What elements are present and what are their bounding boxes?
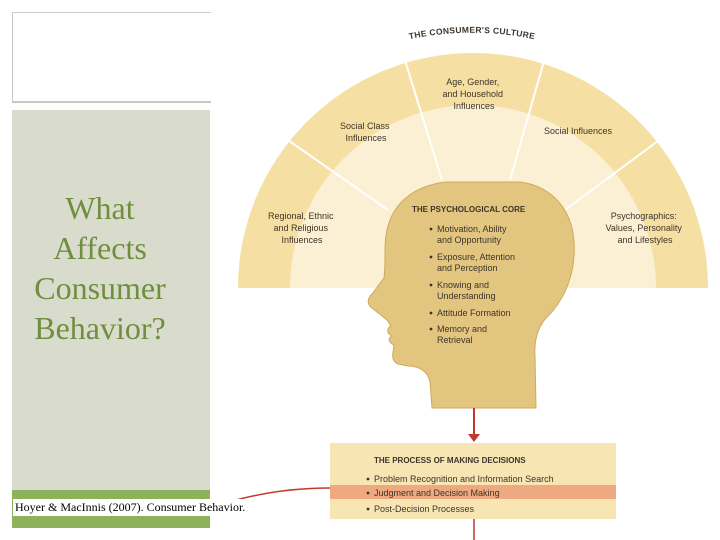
segment-label-line: Influences (281, 235, 323, 245)
segment-label-social: Social Influences (544, 126, 613, 136)
slide-title-line: Affects (53, 230, 147, 266)
bullet-icon (366, 507, 370, 511)
bullet-icon (429, 255, 433, 259)
culture-title: THE CONSUMER'S CULTURE (408, 25, 536, 42)
segment-label-line: Values, Personality (606, 223, 683, 233)
segment-label-age-gender: Age, Gender, and Household Influences (442, 77, 505, 111)
slide-title-box (12, 12, 211, 103)
core-item: Attitude Formation (437, 308, 511, 318)
bullet-icon (366, 491, 370, 495)
left-side-panel (12, 110, 210, 528)
segment-label-psychographics: Psychographics: Values, Personality and … (606, 211, 685, 245)
core-item-line: Knowing and (437, 280, 489, 290)
core-item-line: and Opportunity (437, 235, 502, 245)
slide-title-line: What (65, 190, 135, 226)
segment-label-line: and Household (442, 89, 503, 99)
bullet-icon (429, 283, 433, 287)
decision-item: Post-Decision Processes (374, 504, 475, 514)
segment-label-line: Psychographics: (611, 211, 677, 221)
segment-label-line: Regional, Ethnic (268, 211, 334, 221)
segment-label-line: and Lifestyles (617, 235, 673, 245)
core-item-line: Attitude Formation (437, 308, 511, 318)
segment-divider (564, 137, 663, 211)
core-item-line: Exposure, Attention (437, 252, 515, 262)
slide-title-line: Consumer (34, 270, 166, 306)
decision-item: Judgment and Decision Making (374, 488, 500, 498)
segment-label-line: and Religious (273, 223, 328, 233)
core-item-line: and Perception (437, 263, 498, 273)
decisions-box (330, 443, 616, 519)
bullet-icon (429, 327, 433, 331)
segment-label-line: Social Influences (544, 126, 613, 136)
segment-label-line: Age, Gender, (446, 77, 499, 87)
citation: Hoyer & MacInnis (2007). Consumer Behavi… (13, 499, 248, 516)
core-item-line: Motivation, Ability (437, 224, 507, 234)
slide-title-line: Behavior? (34, 310, 166, 346)
bullet-icon (429, 227, 433, 231)
core-title: THE PSYCHOLOGICAL CORE (412, 205, 526, 214)
bullet-icon (366, 477, 370, 481)
segment-divider (509, 53, 547, 181)
segment-label-line: Influences (345, 133, 387, 143)
slide-title: What Affects Consumer Behavior? (12, 188, 188, 348)
decisions-highlight-row (330, 485, 616, 499)
decision-item: Problem Recognition and Information Sear… (374, 474, 554, 484)
segment-label-line: Social Class (340, 121, 390, 131)
core-item-line: Memory and (437, 324, 487, 334)
segment-label-regional: Regional, Ethnic and Religious Influence… (268, 211, 336, 245)
segment-divider (402, 53, 443, 181)
segment-divider (284, 137, 389, 211)
segment-dividers (284, 53, 663, 211)
segment-label-line: Influences (453, 101, 495, 111)
core-item-line: Understanding (437, 291, 496, 301)
bullet-icon (429, 311, 433, 315)
core-item-line: Retrieval (437, 335, 473, 345)
decisions-title: THE PROCESS OF MAKING DECISIONS (374, 456, 526, 465)
down-arrow-head (468, 434, 480, 442)
segment-label-social-class: Social Class Influences (340, 121, 392, 143)
head-silhouette (367, 181, 575, 409)
